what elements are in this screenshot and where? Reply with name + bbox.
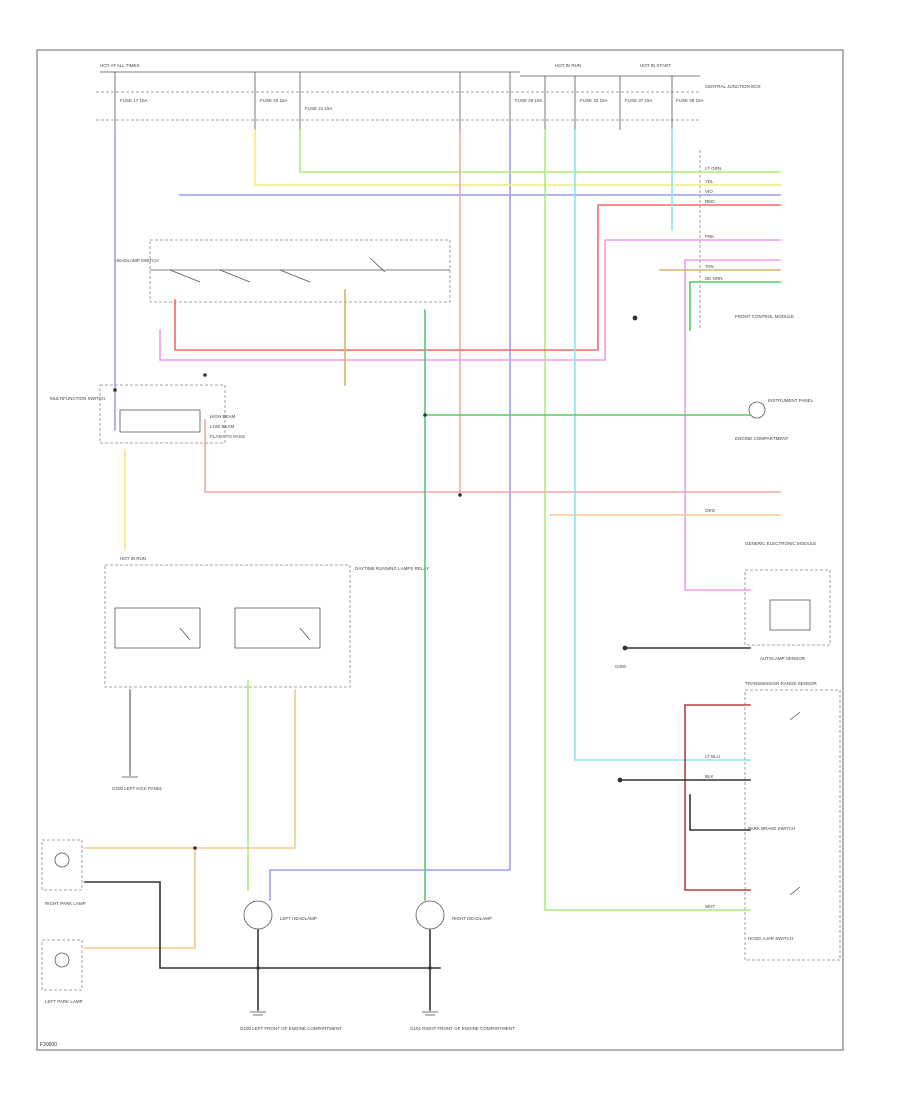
headlamp-switch: HEADLAMP SWITCH xyxy=(115,239,451,303)
relay-modules: DAYTIME RUNNING LAMPS RELAY HOT IN RUN xyxy=(104,556,429,688)
wire-yellow-2 xyxy=(254,129,781,186)
tag-lblu: LT BLU xyxy=(705,754,720,759)
ground-lower-label: G200 LEFT KICK PANEL xyxy=(112,786,163,791)
hot-start-label: HOT IN START xyxy=(640,63,671,68)
tag-yel: YEL xyxy=(705,179,714,184)
tag-org: ORG xyxy=(705,508,716,513)
right-headlamp-label: RIGHT HEADLAMP xyxy=(452,916,492,921)
fuse-f21-label: FUSE 21 15A xyxy=(305,106,333,111)
tag-wht: WHT xyxy=(705,904,715,909)
wire-lightgreen-3 xyxy=(544,129,751,911)
left-headlamp-label: LEFT HEADLAMP xyxy=(280,916,317,921)
daytime-relay-label: DAYTIME RUNNING LAMPS RELAY xyxy=(355,566,429,571)
tag-tan: TAN xyxy=(705,264,714,269)
wire-magenta-3 xyxy=(684,259,751,591)
front-control-module-label: FRONT CONTROL MODULE xyxy=(735,314,794,319)
park-lamps: RIGHT PARK LAMP LEFT PARK LAMP xyxy=(41,839,86,1004)
wire-red xyxy=(174,204,781,351)
left-park-lamp-label: LEFT PARK LAMP xyxy=(45,999,83,1004)
fuse-f29-label: FUSE 29 10A xyxy=(515,98,543,103)
headlamps: LEFT HEADLAMP RIGHT HEADLAMP xyxy=(243,900,492,930)
wire-violet-3 xyxy=(269,129,511,901)
wire-magenta xyxy=(159,239,781,361)
high-beam-label: HIGH BEAM xyxy=(210,414,236,419)
fuse-hot-label: HOT AT ALL TIMES xyxy=(100,63,140,68)
wire-black xyxy=(84,881,441,969)
control-module: FRONT CONTROL MODULE ENGINE COMPARTMENT … xyxy=(699,150,841,961)
trans-range-label: TRANSMISSION RANGE SENSOR xyxy=(745,681,818,686)
central-junction-label: CENTRAL JUNCTION BOX xyxy=(705,84,761,89)
right-park-lamp-label: RIGHT PARK LAMP xyxy=(45,901,86,906)
tag-pnk: PNK xyxy=(705,234,714,239)
relay-hot-label: HOT IN RUN xyxy=(120,556,146,561)
wire-black-4 xyxy=(689,794,751,831)
instrument-panel-label: INSTRUMENT PANEL xyxy=(768,398,814,403)
tag-vio: VIO xyxy=(705,189,713,194)
ground-right-label: G101 RIGHT FRONT OF ENGINE COMPARTMENT xyxy=(410,1026,515,1031)
wire-orange xyxy=(84,689,296,849)
junction-nodes xyxy=(113,315,638,970)
autolamp-label: AUTOLAMP SENSOR xyxy=(760,656,806,661)
fuse-f38-label: FUSE 38 10A xyxy=(676,98,704,103)
gem-label: GENERIC ELECTRONIC MODULE xyxy=(745,541,816,546)
wire-cyan-2 xyxy=(574,129,751,761)
fuse-f20-label: FUSE 20 15A xyxy=(260,98,288,103)
wire-darkred xyxy=(684,704,751,891)
headlamp-switch-label: HEADLAMP SWITCH xyxy=(115,258,159,263)
ground-left-label: G100 LEFT FRONT OF ENGINE COMPARTMENT xyxy=(240,1026,342,1031)
tag-red: RED xyxy=(705,199,715,204)
multifunction-switch-label: MULTIFUNCTION SWITCH xyxy=(50,396,105,401)
wire-tags: LT GRN YEL VIO RED PNK TAN DK GRN ORG LT… xyxy=(705,166,723,909)
fuse-f17-label: FUSE 17 10A xyxy=(120,98,148,103)
engine-comp-label: ENGINE COMPARTMENT xyxy=(735,436,789,441)
wires xyxy=(84,129,781,1011)
tag-lgrn: LT GRN xyxy=(705,166,721,171)
wire-pink-2 xyxy=(204,419,781,493)
tag-blk: BLK xyxy=(705,774,714,779)
wire-lightgreen xyxy=(299,129,781,173)
hood-ajar-label: HOOD AJAR SWITCH xyxy=(748,936,793,941)
corner-tag: F30000 xyxy=(40,1042,57,1048)
flash-to-pass-label: FLASH TO PASS xyxy=(210,434,245,439)
grounds: G100 LEFT FRONT OF ENGINE COMPARTMENT G1… xyxy=(112,664,627,1031)
hot-run-label: HOT IN RUN xyxy=(555,63,581,68)
wire-orange-2 xyxy=(84,847,196,949)
tag-dkgrn: DK GRN xyxy=(705,276,723,281)
low-beam-label: LOW BEAM xyxy=(210,424,235,429)
ground-dash-label: G300 xyxy=(615,664,627,669)
multifunction-switch: MULTIFUNCTION SWITCH HIGH BEAM LOW BEAM … xyxy=(50,384,245,444)
fuse-f37-label: FUSE 37 15A xyxy=(625,98,653,103)
fuse-f33-label: FUSE 33 10A xyxy=(580,98,608,103)
diagram-frame xyxy=(36,49,844,1051)
fuse-panel: HOT AT ALL TIMES FUSE 17 10A FUSE 20 15A… xyxy=(96,63,761,130)
park-brake-label: PARK BRAKE SWITCH xyxy=(748,826,795,831)
